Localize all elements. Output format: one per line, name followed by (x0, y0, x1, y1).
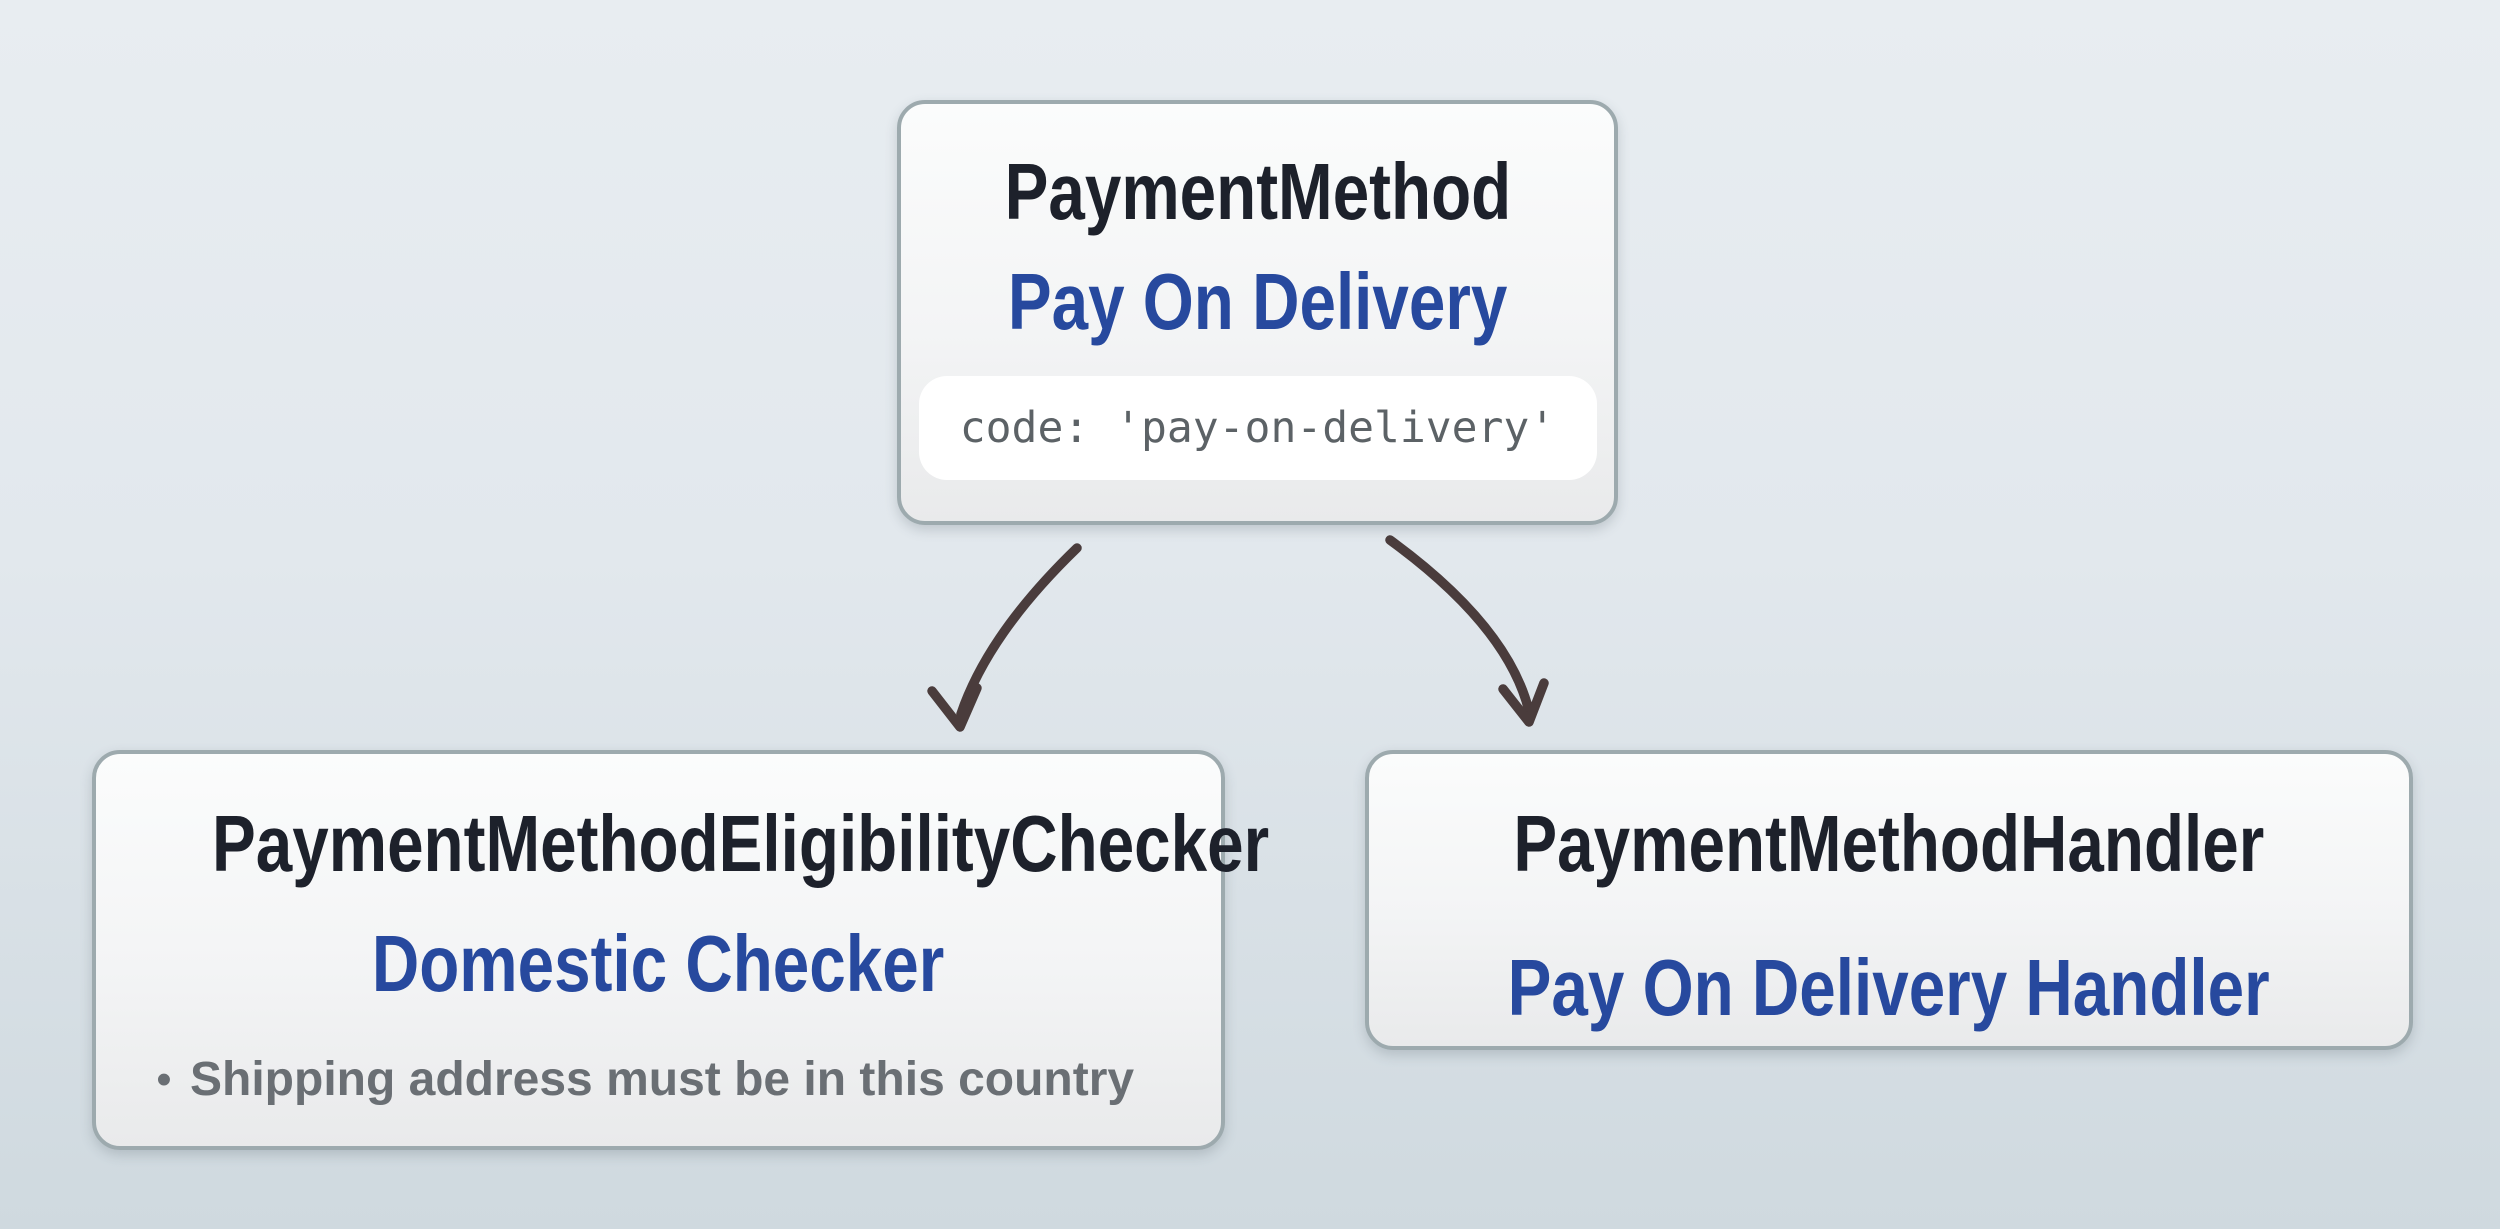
eligibility-checker-subtitle: Domestic Checker (96, 916, 1221, 1012)
arrow-right-head-icon (1498, 678, 1549, 727)
payment-method-title-text: PaymentMethod (1004, 147, 1511, 236)
handler-title: PaymentMethodHandler (1369, 796, 2409, 892)
eligibility-checker-title-text: PaymentMethodEligibilityChecker (212, 799, 1270, 888)
bullet-dot: • (156, 1055, 172, 1104)
arrow-left-head-icon (927, 683, 982, 732)
payment-method-title: PaymentMethod (901, 144, 1614, 240)
handler-subtitle: Pay On Delivery Handler (1369, 940, 2409, 1036)
payment-method-subtitle: Pay On Delivery (901, 254, 1614, 350)
node-eligibility-checker: PaymentMethodEligibilityChecker Domestic… (92, 750, 1269, 1150)
handler-subtitle-text: Pay On Delivery Handler (1507, 943, 2271, 1032)
eligibility-rule-item: • Shipping address must be in this count… (96, 1052, 1221, 1108)
node-payment-method: PaymentMethod Pay On Delivery code: 'pay… (897, 100, 1618, 525)
arrow-left-shaft (956, 543, 1082, 719)
eligibility-checker-subtitle-text: Domestic Checker (372, 919, 945, 1008)
payment-method-subtitle-text: Pay On Delivery (1007, 257, 1508, 346)
arrow-to-eligibility-checker (927, 543, 1082, 732)
payment-method-code-pill: code: 'pay-on-delivery' (918, 376, 1597, 480)
eligibility-rule-text: Shipping address must be in this country (190, 1053, 1135, 1106)
node-handler: PaymentMethodHandler Pay On Delivery Han… (1365, 750, 2413, 1050)
eligibility-checker-title: PaymentMethodEligibilityChecker (96, 796, 1269, 892)
arrow-to-handler (1385, 535, 1549, 727)
payment-method-code-text: code: 'pay-on-delivery' (959, 403, 1556, 453)
handler-title-text: PaymentMethodHandler (1513, 799, 2265, 888)
arrow-right-shaft (1385, 535, 1534, 716)
